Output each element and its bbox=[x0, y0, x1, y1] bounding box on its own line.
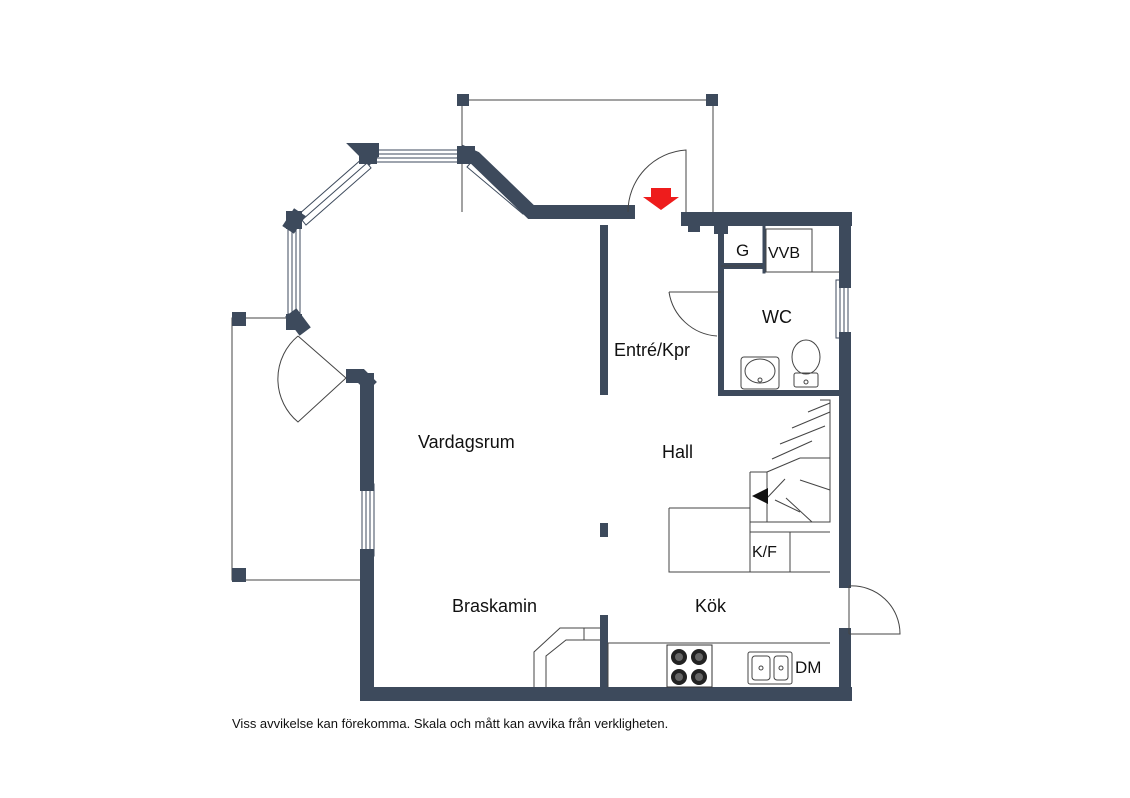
toilet-icon bbox=[791, 339, 821, 388]
room-label-entre: Entré/Kpr bbox=[614, 340, 690, 360]
entrance-arrow-icon bbox=[643, 188, 679, 210]
room-label-braskamin: Braskamin bbox=[452, 596, 537, 616]
room-label-kok: Kök bbox=[695, 596, 727, 616]
stairs bbox=[749, 399, 831, 523]
sink-icon bbox=[747, 651, 793, 685]
kitchen-door bbox=[848, 585, 901, 635]
room-label-vardagsrum: Vardagsrum bbox=[418, 432, 515, 452]
room-label-g: G bbox=[736, 241, 749, 260]
room-label-kf: K/F bbox=[752, 544, 777, 561]
porch-door bbox=[277, 335, 347, 423]
room-label-dm: DM bbox=[795, 658, 821, 677]
stove-icon bbox=[666, 644, 713, 688]
room-label-vvb: VVB bbox=[768, 245, 800, 262]
room-label-wc: WC bbox=[762, 307, 792, 327]
front-door bbox=[627, 149, 687, 213]
doors bbox=[277, 149, 901, 635]
porch-posts bbox=[232, 94, 718, 582]
stair-direction-icon bbox=[752, 488, 768, 504]
closet-vvb bbox=[765, 228, 840, 273]
wc-door bbox=[668, 291, 721, 337]
wall-corners bbox=[286, 146, 728, 537]
washbasin-icon bbox=[740, 356, 780, 390]
kitchen-counters bbox=[607, 507, 830, 687]
fireplace bbox=[533, 627, 600, 687]
room-label-hall: Hall bbox=[662, 442, 693, 462]
walls bbox=[282, 143, 852, 701]
disclaimer-text: Viss avvikelse kan förekomma. Skala och … bbox=[232, 716, 669, 731]
